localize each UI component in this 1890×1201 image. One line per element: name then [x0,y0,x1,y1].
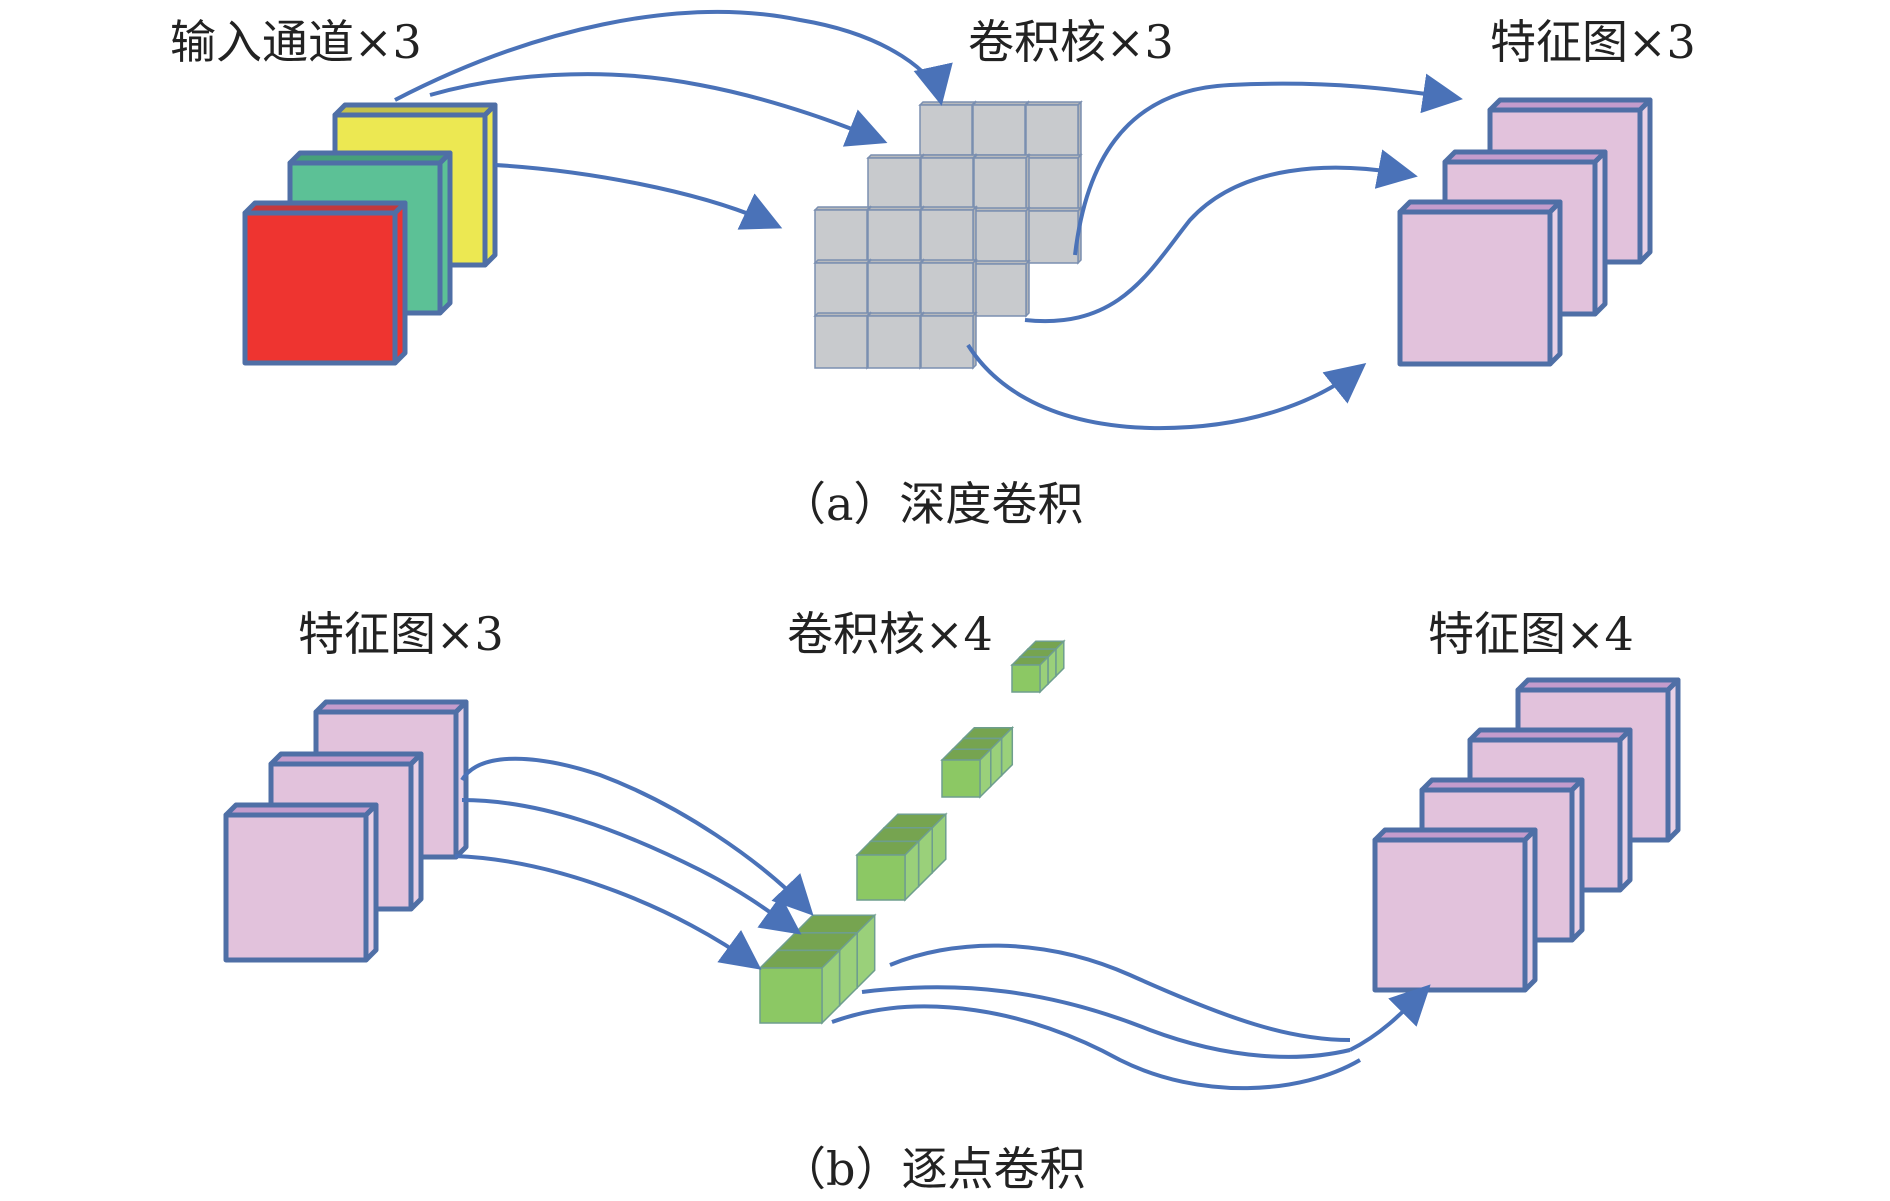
arrow-kernel-to-output-1 [889,943,1351,1042]
kernel-a-2-cell-face [920,315,974,369]
input-channel-red [242,200,408,366]
kernel-b-cube [758,948,842,1025]
kernel-label-b: 卷积核×4 [787,607,993,661]
kernel-a-2-cell [813,205,872,264]
kernel-a-1-cell [919,153,978,212]
arrow-yellow-to-kernel-top [394,10,953,106]
kernel-a-1-cell-face [867,157,921,211]
kernel-a-2-cell-face [814,262,868,316]
kernel-a-1-cell-face [973,263,1027,317]
feature-map-b-in-3 [223,802,379,963]
kernel-a-0-cell-face [972,104,1026,158]
kernel-a-2-cell-face [920,209,974,263]
kernel-a-0-cell-face [1025,104,1079,158]
kernel-a-1-cell-face [973,210,1027,264]
feature-map-label-b-input: 特征图×3 [298,607,504,661]
kernel-b-cube-face [759,967,823,1024]
kernel-a-2-cell [813,311,872,370]
kernel-a-2-cell [813,258,872,317]
arrow-kernel-to-output-3 [831,1004,1362,1091]
kernel-a-2-cell-face [867,315,921,369]
kernel-a-1-cell [972,153,1031,212]
arrow-yellow-to-kernel-low [494,163,783,230]
pointwise-kernel-2 [855,812,948,902]
arrows-panel-b [454,756,1431,1091]
kernel-a-2-cell [866,205,925,264]
kernel-b-cube [855,839,921,902]
kernel-a-1-cell-face [920,157,974,211]
input-channel-red-face [242,210,398,366]
arrow-kernel-to-output-2 [861,985,1351,1059]
arrow-yellow-to-kernel-mid [429,72,888,147]
kernel-b-cube-face [1011,664,1041,693]
kernel-b-cube [940,747,993,799]
kernel-a-2-cell [919,311,978,370]
kernel-a-1-cell [972,259,1031,318]
kernel-a-0-cell [971,100,1030,159]
pointwise-kernel-1 [758,913,877,1025]
caption-pointwise: （b）逐点卷积 [780,1142,1085,1196]
kernel-a-0-cell [1024,153,1083,212]
feature-map-a-3 [1397,199,1563,367]
arrows-panel-a [394,10,1463,431]
arrow-into-output-map [1349,984,1431,1052]
kernel-a-0-cell-face [1025,210,1079,264]
caption-depthwise: （a）深度卷积 [780,477,1083,531]
kernel-a-2-cell-face [814,315,868,369]
arrow-kernel-to-map-low [966,343,1367,431]
arrow-map-to-kernel-2 [461,798,802,935]
pointwise-kernel-3 [940,725,1015,799]
feature-maps-stack-a [1397,97,1653,367]
feature-map-b-in-3-face [223,812,369,963]
kernel-b-cube-face [856,854,906,901]
kernel-a-2-cell [866,258,925,317]
kernel-a-2-cell [866,311,925,370]
pointwise-kernel-4 [1010,639,1066,694]
kernel-a-0-cell [1024,206,1083,265]
pointwise-kernels [758,639,1066,1025]
kernel-a-2-cell-face [867,209,921,263]
kernel-a-2-cell [919,258,978,317]
feature-map-a-3-face [1397,209,1553,367]
kernel-a-0-cell [1024,100,1083,159]
kernel-a-2-cell-face [867,262,921,316]
feature-map-label-b-output: 特征图×4 [1428,607,1634,661]
feature-maps-stack-b-output [1372,677,1681,993]
kernel-a-2-cell-face [814,209,868,263]
kernel-a-1-cell [972,206,1031,265]
kernel-a-2-cell [919,205,978,264]
kernel-a-1-cell-face [973,157,1027,211]
feature-map-b-out-4 [1372,827,1538,993]
kernel-b-cube [1010,655,1050,694]
arrow-kernel-to-map-top [1073,73,1463,256]
input-channels-stack [242,102,498,366]
kernel-a-2-cell-face [920,262,974,316]
feature-map-b-out-4-face [1372,837,1528,993]
feature-map-label-a: 特征图×3 [1490,15,1696,69]
arrow-map-to-kernel-3 [454,854,762,970]
kernel-a-0-cell-face [1025,157,1079,211]
arrow-kernel-to-map-mid [1024,149,1418,324]
kernel-a-0-cell [918,100,977,159]
kernel-b-cube-face [941,759,981,798]
input-channels-label: 输入通道×3 [170,15,422,69]
kernel-label-a: 卷积核×3 [968,15,1174,69]
depthwise-kernel-grid [813,100,1083,370]
kernel-a-1-cell [866,153,925,212]
arrow-map-to-kernel-1 [460,756,814,916]
feature-maps-stack-b-input [223,699,469,963]
kernel-a-0-cell-face [919,104,973,158]
